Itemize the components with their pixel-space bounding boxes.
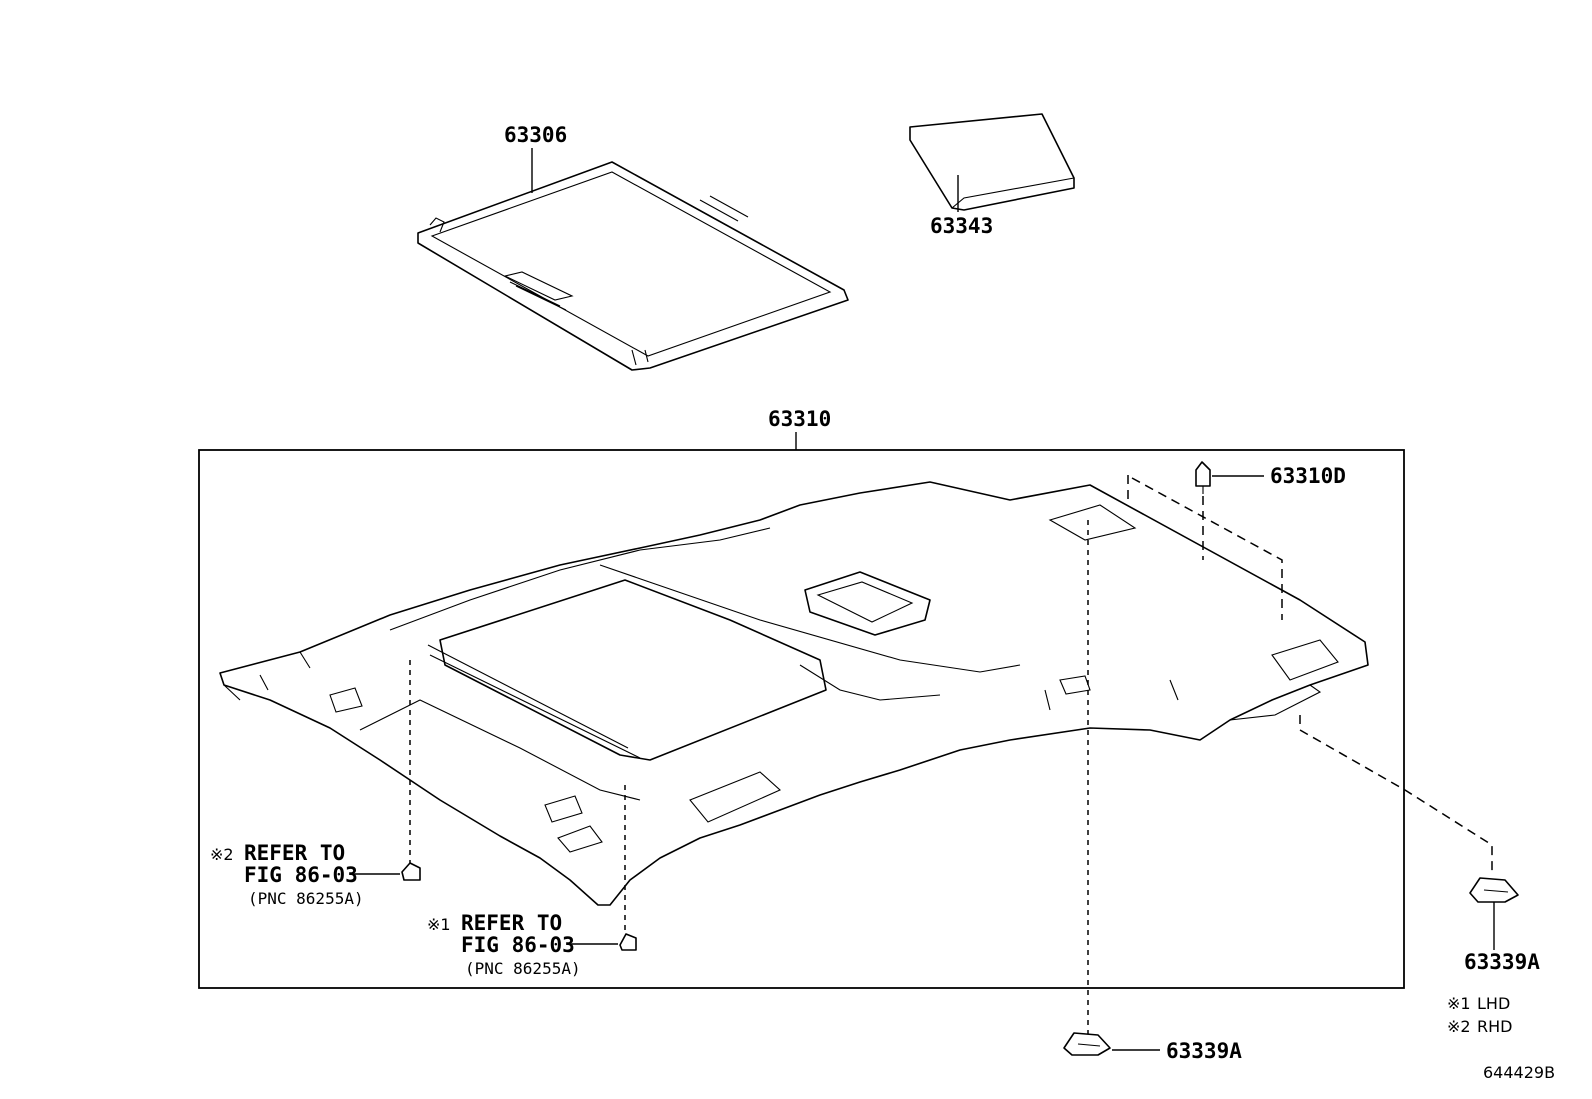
svg-text:FIG 86-03: FIG 86-03 [244,863,358,887]
label-63339A-bottom[interactable]: 63339A [1166,1039,1242,1063]
holder-bottom[interactable] [1063,1032,1111,1056]
legend: ※1 LHD ※2 RHD [1447,994,1512,1036]
holder-right[interactable] [1469,877,1519,903]
label-63343[interactable]: 63343 [930,214,993,238]
headliner-frame [198,449,1405,989]
svg-text:(PNC 86255A): (PNC 86255A) [248,889,364,908]
svg-text:FIG 86-03: FIG 86-03 [461,933,575,957]
svg-text:REFER TO: REFER TO [244,841,345,865]
label-63310[interactable]: 63310 [768,407,831,431]
label-63306[interactable]: 63306 [504,123,567,147]
svg-text:LHD: LHD [1477,994,1510,1013]
label-63339A-right[interactable]: 63339A [1464,950,1540,974]
svg-text:※1: ※1 [427,915,451,934]
svg-text:REFER TO: REFER TO [461,911,562,935]
svg-text:(PNC 86255A): (PNC 86255A) [465,959,581,978]
figure-id: 644429B [1483,1063,1555,1082]
rhd-clip[interactable] [401,862,421,881]
svg-text:※2: ※2 [1447,1017,1471,1036]
sunshade-panel[interactable] [417,161,849,371]
label-63310D[interactable]: 63310D [1270,464,1346,488]
lhd-reference-note: ※1 REFER TO FIG 86-03 (PNC 86255A) [427,911,581,978]
svg-text:※2: ※2 [210,845,234,864]
pad-part[interactable] [909,113,1075,211]
clip-63310D[interactable] [1195,461,1211,494]
lhd-clip[interactable] [619,933,637,951]
rhd-reference-note: ※2 REFER TO FIG 86-03 (PNC 86255A) [210,841,364,908]
headliner-body[interactable] [219,481,1369,906]
svg-text:RHD: RHD [1477,1017,1512,1036]
svg-text:※1: ※1 [1447,994,1471,1013]
